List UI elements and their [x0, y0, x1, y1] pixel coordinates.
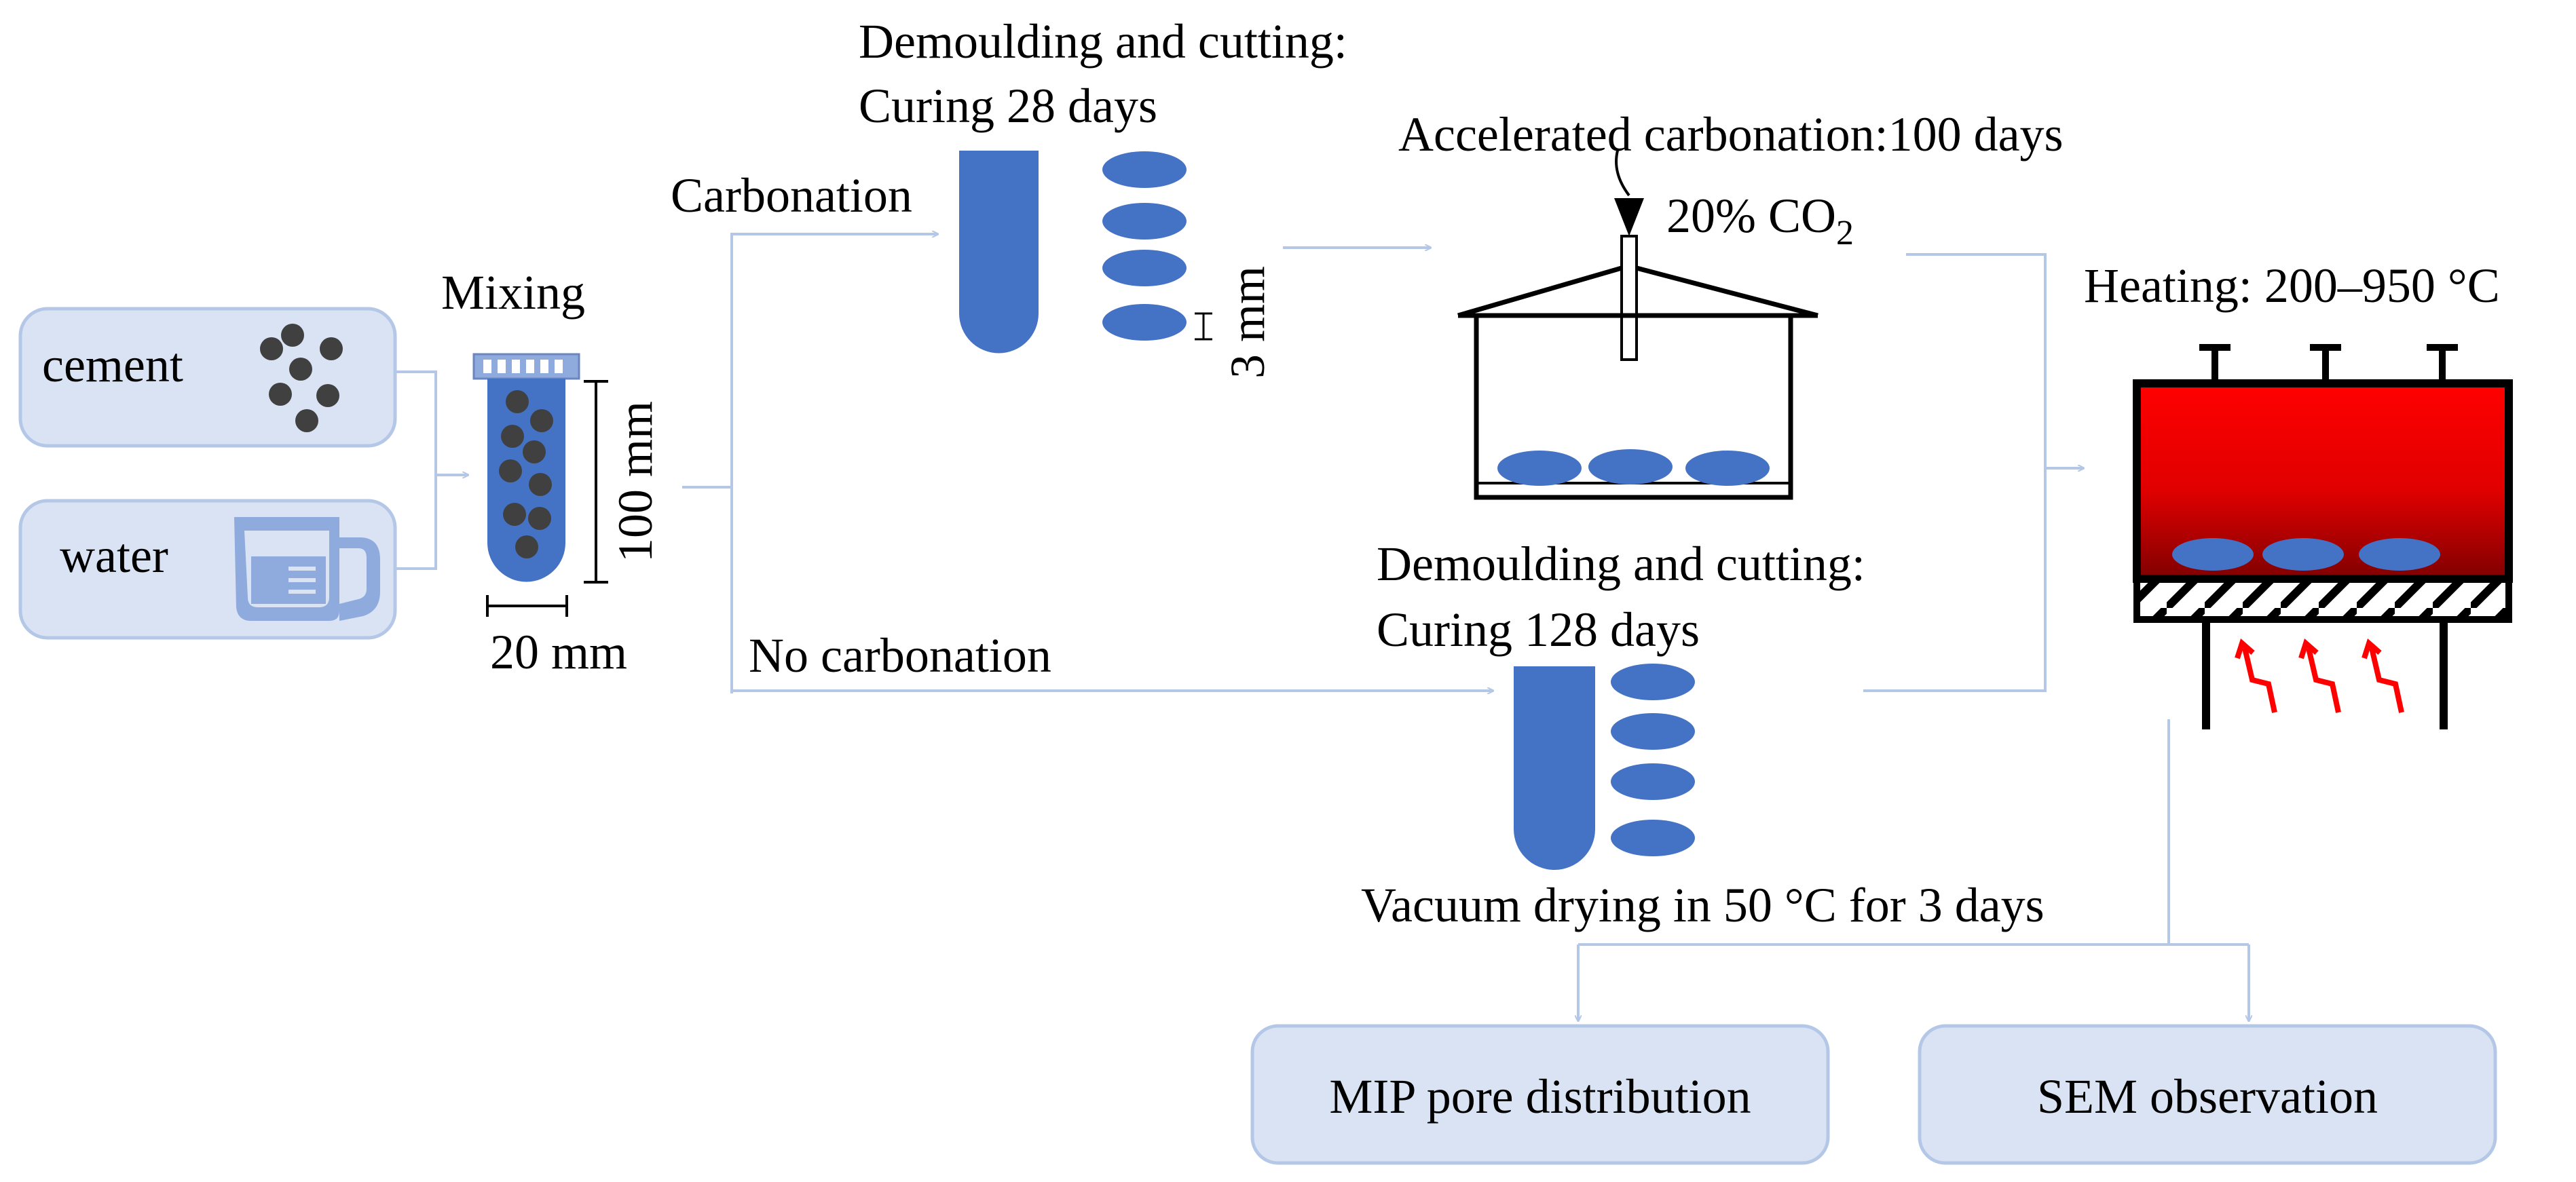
- mould-width-dimension: [486, 595, 568, 617]
- slice-thickness-label: 3 mm: [1220, 266, 1275, 379]
- heating-title: Heating: 200–950 °C: [2084, 259, 2500, 313]
- mould-width-label: 20 mm: [490, 625, 627, 679]
- water-label: water: [60, 529, 168, 583]
- water-box: water: [18, 499, 397, 640]
- drying-split-connector: [1578, 719, 2249, 1021]
- cutting-to-heating-connector: [1863, 468, 2047, 692]
- co2-inlet-arrow: [1614, 150, 1644, 236]
- mip-output-box: MIP pore distribution: [1250, 1024, 1830, 1165]
- branch-connector: [682, 234, 1493, 693]
- furnace-legs: [2202, 619, 2448, 729]
- furnace-grate: [2133, 575, 2512, 623]
- measuring-cup-icon: [234, 517, 380, 621]
- cement-box: cement: [18, 307, 397, 448]
- mixing-title: Mixing: [441, 265, 585, 320]
- specimen-128-days: [1514, 666, 1595, 870]
- input-merge-connector: [395, 370, 468, 570]
- heating-furnace: [2133, 344, 2513, 729]
- cutting-28-title-line2: Curing 28 days: [859, 79, 1157, 133]
- co2-concentration-subscript: 2: [1836, 214, 1854, 252]
- cement-particles-icon: [260, 324, 343, 432]
- carbonation-branch-label: Carbonation: [671, 168, 912, 223]
- cutting-128-title-line1: Demoulding and cutting:: [1377, 537, 1865, 591]
- slice-thickness-dimension: [1195, 312, 1212, 341]
- specimen-slices-128-days: [1611, 664, 1695, 856]
- cutting-128-title-line2: Curing 128 days: [1377, 603, 1700, 657]
- chamber-to-heating-connector: [1906, 253, 2084, 468]
- cement-label: cement: [42, 338, 183, 392]
- no-carbonation-branch-label: No carbonation: [749, 628, 1051, 683]
- chamber-title: Accelerated carbonation:100 days: [1398, 107, 2064, 161]
- cutting-28-title-line1: Demoulding and cutting:: [859, 14, 1347, 69]
- carbonation-chamber: [1457, 235, 1818, 500]
- specimen-28-days: [959, 151, 1039, 354]
- mip-output-label: MIP pore distribution: [1329, 1069, 1751, 1124]
- furnace-valves: [2199, 344, 2458, 383]
- sem-output-box: SEM observation: [1918, 1024, 2497, 1165]
- mixing-mould: [472, 353, 580, 582]
- vacuum-drying-label: Vacuum drying in 50 °C for 3 days: [1361, 878, 2045, 932]
- sem-output-label: SEM observation: [2037, 1069, 2378, 1124]
- mould-height-label: 100 mm: [608, 401, 662, 563]
- specimen-slices-28-days: [1102, 151, 1187, 341]
- co2-concentration-label: 20% CO2: [1666, 189, 1854, 252]
- co2-concentration-prefix: 20% CO: [1666, 189, 1836, 243]
- heat-arrows-icon: [2235, 638, 2404, 713]
- mould-height-dimension: [584, 380, 608, 584]
